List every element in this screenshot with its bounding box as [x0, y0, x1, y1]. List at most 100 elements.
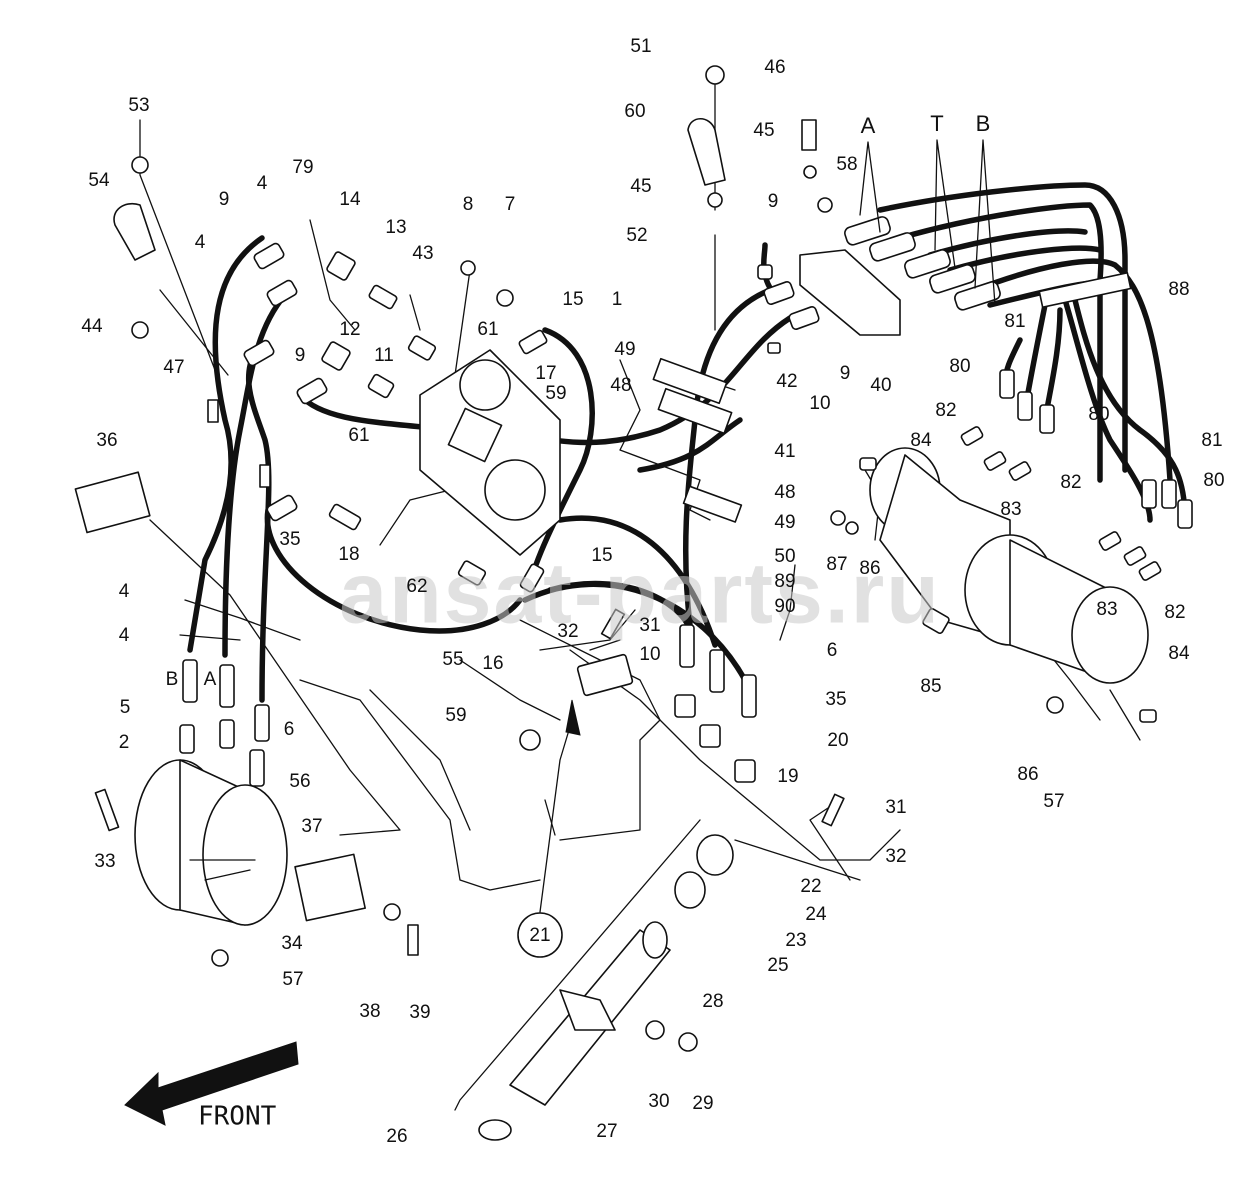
part-number-40: 40: [870, 375, 891, 396]
watermark: ansat-parts.ru: [339, 546, 941, 642]
port-label-b: B: [976, 111, 991, 136]
part-number-57: 57: [282, 969, 303, 990]
part-number-79: 79: [292, 157, 313, 178]
part-number-83: 83: [1000, 499, 1021, 520]
part-number-47: 47: [163, 357, 184, 378]
part-number-1: 1: [612, 289, 623, 310]
part-number-13: 13: [385, 217, 406, 238]
part-number-82: 82: [935, 400, 956, 421]
front-arrow-icon: [124, 1041, 299, 1126]
part-number-82-2: 82: [1060, 472, 1081, 493]
hydraulic-cylinder: [478, 834, 734, 1141]
small-fittings: [94, 65, 1064, 1052]
part-number-87: 87: [826, 554, 847, 575]
part-number-35-2: 35: [825, 689, 846, 710]
part-number-23: 23: [785, 930, 806, 951]
part-number-45: 45: [753, 120, 774, 141]
part-number-32: 32: [557, 621, 578, 642]
front-label: FRONT: [198, 1102, 277, 1132]
part-number-89: 89: [774, 571, 795, 592]
part-number-callouts: 1244445667899991010111213141515161718192…: [81, 36, 1224, 1147]
part-number-62: 62: [406, 576, 427, 597]
hose-port-labels: B A A T B: [166, 111, 991, 690]
part-number-61: 61: [477, 319, 498, 340]
part-number-30: 30: [648, 1091, 669, 1112]
part-number-14: 14: [339, 189, 361, 210]
part-number-58: 58: [836, 154, 857, 175]
part-number-83-2: 83: [1096, 599, 1117, 620]
part-number-20: 20: [827, 730, 848, 751]
part-number-86-2: 86: [1017, 764, 1038, 785]
part-number-4-3: 4: [119, 581, 130, 602]
hydraulic-motor-left: [134, 759, 288, 926]
part-number-43: 43: [412, 243, 433, 264]
part-number-4-2: 4: [195, 232, 206, 253]
part-number-2: 2: [119, 732, 130, 753]
part-number-51: 51: [630, 36, 651, 57]
leader-lines: [139, 79, 1141, 1111]
part-number-60: 60: [624, 101, 645, 122]
port-label-a: A: [861, 113, 876, 138]
part-number-56: 56: [289, 771, 310, 792]
part-number-84-2: 84: [1168, 643, 1190, 664]
part-number-9-2: 9: [295, 345, 306, 366]
part-number-36: 36: [96, 430, 117, 451]
part-number-32-2: 32: [885, 846, 906, 867]
manifold-block: [799, 216, 1001, 336]
part-number-27: 27: [596, 1121, 617, 1142]
part-number-15-2: 15: [591, 545, 612, 566]
hose-label-b: B: [166, 669, 179, 690]
part-number-7: 7: [505, 194, 516, 215]
callout-21: 21: [517, 699, 581, 958]
part-number-19: 19: [777, 766, 798, 787]
part-number-37: 37: [301, 816, 322, 837]
part-number-48: 48: [610, 375, 631, 396]
callout-21-number: 21: [529, 925, 550, 946]
part-number-80-2: 80: [1088, 404, 1109, 425]
part-number-84: 84: [910, 430, 932, 451]
part-number-42: 42: [776, 371, 797, 392]
part-number-10-2: 10: [639, 644, 660, 665]
part-number-41: 41: [774, 441, 795, 462]
part-number-86: 86: [859, 558, 880, 579]
part-number-57-2: 57: [1043, 791, 1064, 812]
part-number-35: 35: [279, 529, 300, 550]
part-number-59-2: 59: [445, 705, 466, 726]
part-number-49: 49: [614, 339, 635, 360]
part-number-10: 10: [809, 393, 830, 414]
part-number-82-3: 82: [1164, 602, 1185, 623]
part-number-4: 4: [257, 173, 268, 194]
part-number-55: 55: [442, 649, 463, 670]
part-number-80: 80: [949, 356, 970, 377]
part-number-15: 15: [562, 289, 583, 310]
part-number-34: 34: [281, 933, 303, 954]
part-number-24: 24: [805, 904, 827, 925]
part-number-49-2: 49: [774, 512, 795, 533]
part-number-33: 33: [94, 851, 115, 872]
part-number-39: 39: [409, 1002, 430, 1023]
part-number-85: 85: [920, 676, 941, 697]
part-number-9-4: 9: [840, 363, 851, 384]
part-number-81: 81: [1004, 311, 1025, 332]
part-number-28: 28: [702, 991, 723, 1012]
hose-end-fittings: [179, 242, 1193, 787]
part-number-38: 38: [359, 1001, 380, 1022]
part-number-52: 52: [626, 225, 647, 246]
part-number-9-3: 9: [768, 191, 779, 212]
part-number-16: 16: [482, 653, 503, 674]
part-number-18: 18: [338, 544, 359, 565]
part-number-90: 90: [774, 596, 795, 617]
part-number-81-2: 81: [1201, 430, 1222, 451]
port-label-t: T: [930, 111, 943, 136]
part-number-9: 9: [219, 189, 230, 210]
part-number-25: 25: [767, 955, 788, 976]
part-number-31: 31: [639, 615, 660, 636]
hose-label-a: A: [204, 669, 217, 690]
part-number-6-2: 6: [827, 640, 838, 661]
part-number-29: 29: [692, 1093, 713, 1114]
part-number-46: 46: [764, 57, 785, 78]
part-number-4-4: 4: [119, 625, 130, 646]
part-number-8: 8: [463, 194, 474, 215]
part-number-31-2: 31: [885, 797, 906, 818]
part-number-44: 44: [81, 316, 103, 337]
